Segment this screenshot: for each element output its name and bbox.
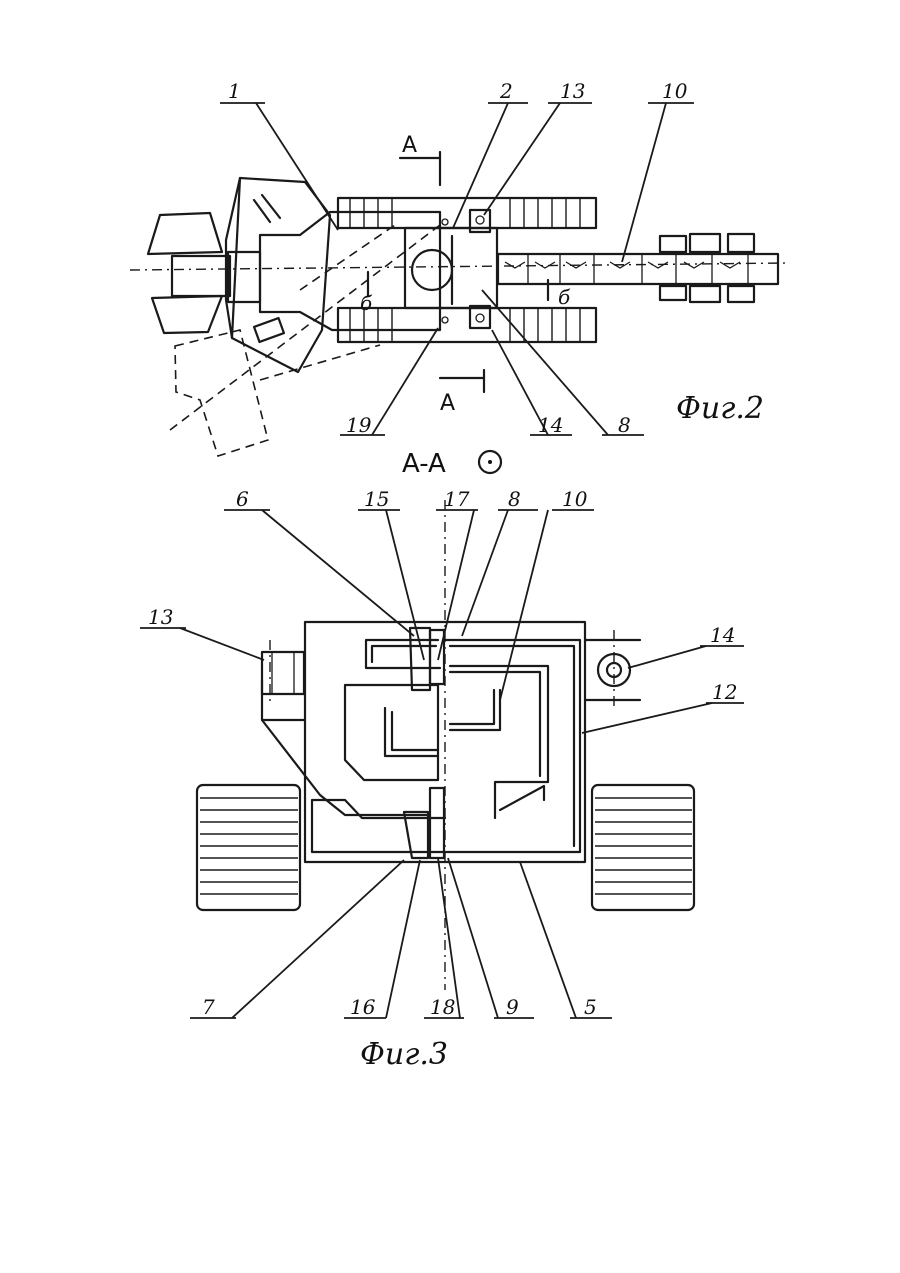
section-b-left-label: б <box>360 291 373 315</box>
section-a-a-title: A-A <box>402 449 446 479</box>
fig2-label-2: 2 <box>499 79 513 103</box>
section-b-right-label: б <box>558 285 571 309</box>
lower-bearing <box>430 788 444 858</box>
fig3-label-15: 15 <box>364 487 389 511</box>
figure-3-caption: Фиг.3 <box>360 1037 448 1072</box>
upper-bearing <box>430 630 444 684</box>
fig3-label-8: 8 <box>508 487 521 511</box>
fig3-label-5: 5 <box>584 995 597 1019</box>
fig3-label-18: 18 <box>430 995 455 1019</box>
rear-conveyor <box>498 254 778 284</box>
section-a-top-label: A <box>402 133 417 158</box>
track-lower <box>338 308 596 342</box>
rotated-position-outline <box>170 225 440 456</box>
fig3-label-14: 14 <box>710 623 735 647</box>
fig3-label-12: 12 <box>712 680 737 704</box>
cutter-hub <box>172 256 230 296</box>
front-blade <box>226 178 330 372</box>
fig3-label-7: 7 <box>202 995 215 1019</box>
section-a-bottom-label: A <box>440 391 455 416</box>
fig3-label-17: 17 <box>444 487 470 511</box>
figure-3-leaders <box>140 510 744 1018</box>
fig3-label-9: 9 <box>506 995 519 1019</box>
fig2-label-19: 19 <box>346 413 372 437</box>
fig2-label-10: 10 <box>662 79 688 103</box>
fig3-label-10: 10 <box>562 487 588 511</box>
turntable <box>412 250 452 290</box>
fig2-label-8: 8 <box>618 413 631 437</box>
left-track <box>197 785 300 910</box>
fig3-label-13: 13 <box>148 605 173 629</box>
cutter-head-lower <box>152 296 222 333</box>
figure-2-caption: Фиг.2 <box>676 391 764 426</box>
fig2-label-14: 14 <box>538 413 563 437</box>
cutter-head-upper <box>148 213 222 254</box>
fig3-label-6: 6 <box>236 487 249 511</box>
fig2-label-1: 1 <box>228 79 241 103</box>
fig2-label-13: 13 <box>560 79 585 103</box>
fig3-label-16: 16 <box>350 995 376 1019</box>
figure-2-leaders <box>220 103 694 435</box>
left-bearing-13 <box>262 652 304 694</box>
right-track <box>592 785 694 910</box>
